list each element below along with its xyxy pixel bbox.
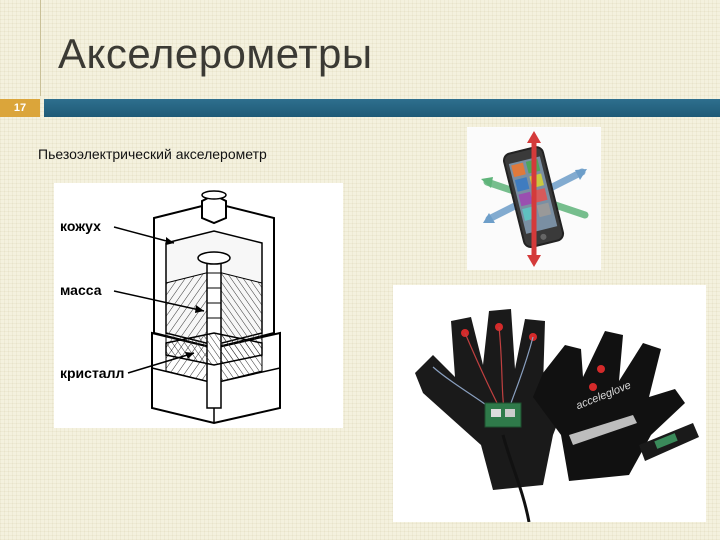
slide-number: 17 [0,99,40,117]
title-rule [44,99,720,117]
accelerometer-diagram: кожух масса кристалл [54,183,343,428]
label-crystal: кристалл [60,365,124,381]
title-divider [40,0,41,96]
slide-title: Акселерометры [58,30,373,77]
smartphone-axes-icon [467,127,601,270]
accelerometer-cross-section-icon: кожух масса кристалл [60,190,281,425]
sensor-glove-icon: acceleglove [393,285,706,522]
label-housing: кожух [60,218,101,234]
label-mass: масса [60,282,102,298]
slide-subtitle: Пьезоэлектрический акселерометр [38,146,267,162]
acceleglove-image: acceleglove [393,285,706,522]
title-zone: Акселерометры [0,0,720,96]
phone-axes-image [467,127,601,270]
